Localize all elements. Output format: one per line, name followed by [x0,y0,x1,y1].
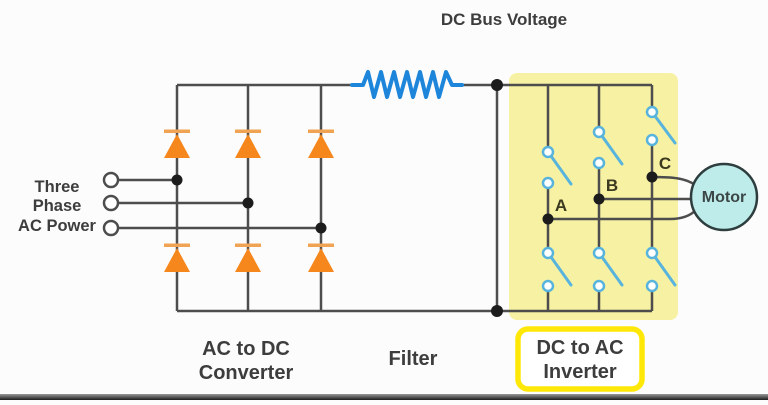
switch-lower-c [645,246,677,293]
motor-body [689,162,759,232]
switch-lower-a [541,246,573,293]
inverter-label-line1: DC to AC [536,337,623,359]
inductor-coil [350,70,464,99]
input-label-line3: AC Power [18,217,97,235]
diode-lower-3 [308,243,334,272]
switch-upper-c [645,105,677,147]
inverter-label-line2: Inverter [543,361,617,383]
converter-label: AC to DC Converter [199,338,294,384]
terminal-3 [102,219,120,237]
input-label-line2: Phase [33,197,82,215]
converter-label-line1: AC to DC [202,338,290,360]
phase-label-c: C [659,154,671,173]
inverter-label-border [515,326,645,392]
phase-label-b: B [606,176,618,195]
diode-upper-3 [308,129,334,158]
filter-label: Filter [389,348,438,370]
inverter-label-box: DC to AC Inverter [515,326,645,392]
input-label-line1: Three [35,178,80,196]
filter-inductor [350,70,464,99]
diode-upper-2 [235,129,261,158]
motor-label: Motor [702,189,746,206]
motor: Motor [689,162,759,232]
three-phase-terminals [102,171,120,237]
junction-dots [171,79,658,317]
diode-bridge [164,129,334,272]
phase-label-a: A [555,196,567,215]
diode-lower-1 [164,243,190,272]
switch-upper-b [592,125,624,170]
diode-lower-2 [235,243,261,272]
video-bottom-edge [0,394,768,400]
inverter-switches [541,105,677,293]
switch-lower-b [592,246,624,293]
converter-label-line2: Converter [199,362,294,384]
dc-bus-voltage-label: DC Bus Voltage [441,10,567,29]
diode-upper-1 [164,129,190,158]
terminal-2 [102,194,120,212]
three-phase-input-label: Three Phase AC Power [18,178,97,235]
wiring [111,83,697,313]
switch-upper-a [541,145,573,190]
terminal-1 [102,171,120,189]
